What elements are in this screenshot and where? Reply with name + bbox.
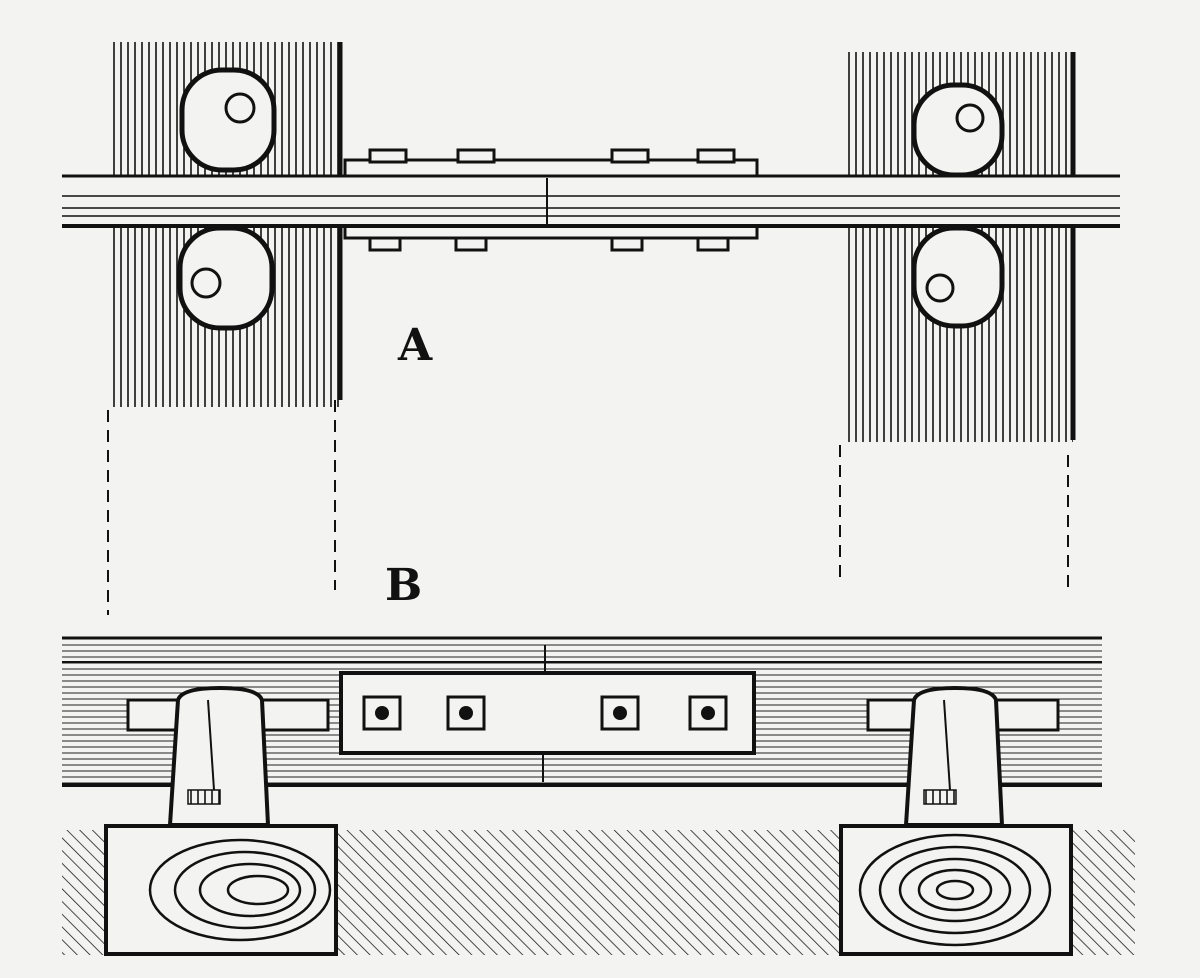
rail-clip-left	[177, 67, 277, 331]
bolts-side	[362, 695, 728, 731]
side-view-b	[62, 636, 1135, 956]
sleeper-end-left	[104, 824, 338, 956]
rail-top	[62, 174, 1120, 228]
sleeper-end-right	[839, 824, 1073, 956]
label-b: B	[385, 560, 422, 611]
rail-chair-right	[903, 685, 1005, 827]
label-a: A	[397, 320, 433, 371]
fish-plate-side	[339, 671, 756, 755]
top-view-a: A	[62, 42, 1120, 442]
projection-lines	[107, 400, 1069, 615]
rail-chair-left	[167, 685, 271, 827]
bolt-heads-top	[368, 148, 736, 252]
